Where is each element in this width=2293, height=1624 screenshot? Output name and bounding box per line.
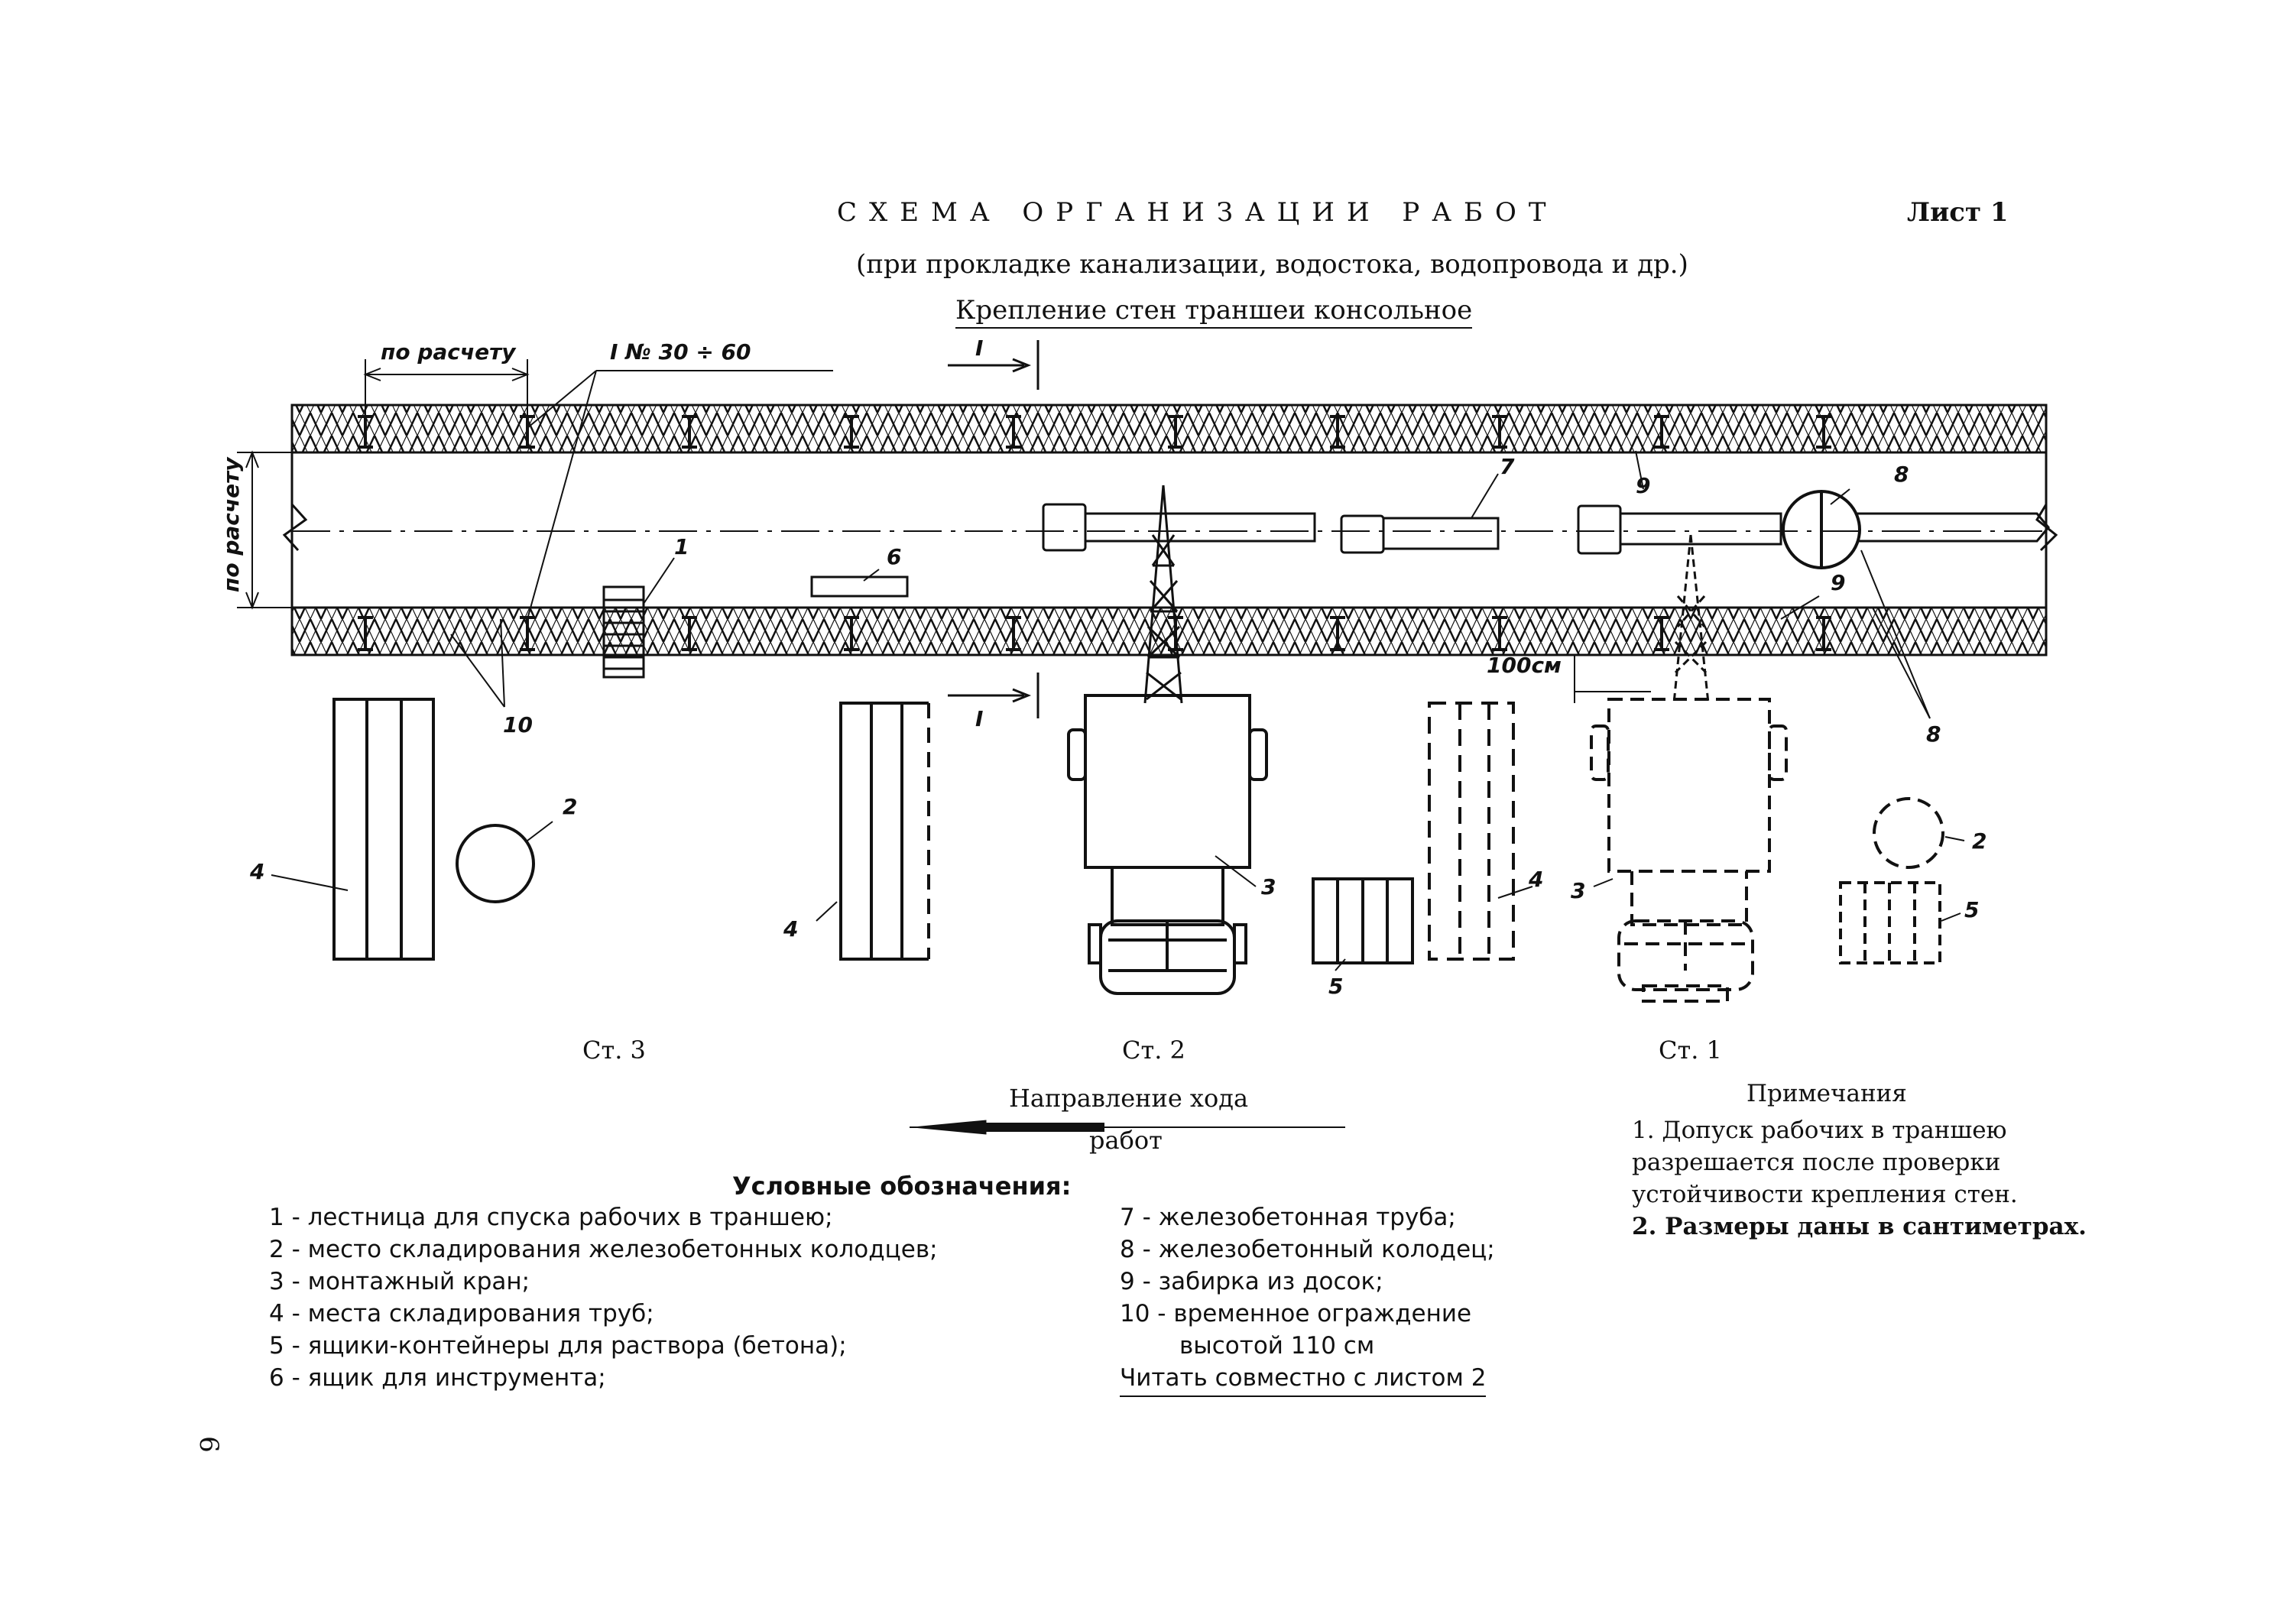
container-boxes-st1 bbox=[1839, 881, 1941, 964]
notes-body: 1. Допуск рабочих в траншею разрешается … bbox=[1632, 1114, 2087, 1243]
section-mark-top: I bbox=[975, 335, 983, 361]
crane-boom-st2 bbox=[1143, 485, 1183, 704]
container-boxes-st2 bbox=[1312, 877, 1414, 964]
note-line: 1. Допуск рабочих в траншею bbox=[1632, 1117, 2007, 1144]
note-line: устойчивости крепления стен. bbox=[1632, 1181, 2018, 1208]
ladder bbox=[602, 585, 645, 679]
callout-4-st1: 4 bbox=[1528, 867, 1543, 892]
pipe-stack-st1 bbox=[1428, 702, 1515, 961]
section-mark-bottom: I bbox=[975, 706, 983, 731]
beam-spec: I № 30 ÷ 60 bbox=[610, 339, 751, 365]
width-dimension: по расчету bbox=[219, 456, 244, 592]
legend-item: высотой 110 см bbox=[1179, 1332, 1375, 1360]
pipe-stack-st2 bbox=[839, 702, 930, 961]
manhole-well bbox=[1782, 490, 1861, 569]
legend-item: 4 - места складирования труб; bbox=[269, 1300, 654, 1327]
i-beam-post bbox=[1006, 415, 1021, 449]
distance-dimension: 100см bbox=[1487, 653, 1562, 678]
i-beam-post bbox=[844, 616, 859, 651]
callout-5-st2: 5 bbox=[1328, 974, 1343, 999]
legend-left-column: 1 - лестница для спуска рабочих в транше… bbox=[269, 1201, 938, 1394]
legend-item: 10 - временное ограждение bbox=[1120, 1300, 1472, 1327]
legend-item: 8 - железобетонный колодец; bbox=[1120, 1236, 1495, 1263]
legend-item: 2 - место складирования железобетонных к… bbox=[269, 1236, 938, 1263]
i-beam-post bbox=[1330, 415, 1345, 449]
legend-heading: Условные обозначения: bbox=[732, 1172, 1072, 1201]
i-beam-post bbox=[1816, 616, 1831, 651]
well-storage-st3 bbox=[456, 824, 535, 903]
callout-2-st3: 2 bbox=[563, 794, 577, 819]
callout-1: 1 bbox=[674, 534, 689, 559]
well-storage-st1 bbox=[1873, 797, 1944, 869]
page-title: СХЕМА ОРГАНИЗАЦИИ РАБОТ bbox=[837, 197, 1558, 228]
callout-8-well: 8 bbox=[1894, 462, 1909, 487]
callout-7: 7 bbox=[1500, 454, 1515, 479]
i-beam-post bbox=[1492, 415, 1507, 449]
crane-truck-st1 bbox=[1590, 698, 1788, 1003]
i-beam-post bbox=[1330, 616, 1345, 651]
page-subtitle: (при прокладке канализации, водостока, в… bbox=[856, 249, 1688, 280]
legend-item: 9 - забирка из досок; bbox=[1120, 1268, 1383, 1295]
pipes bbox=[1042, 503, 2050, 555]
i-beam-post bbox=[1168, 415, 1183, 449]
callout-6: 6 bbox=[887, 544, 901, 569]
pipe-stack-st3 bbox=[332, 698, 435, 961]
note-line: разрешается после проверки bbox=[1632, 1149, 2001, 1176]
spacing-dimension: по расчету bbox=[381, 339, 517, 365]
note-line: 2. Размеры даны в сантиметрах. bbox=[1632, 1213, 2087, 1240]
i-beam-post bbox=[1006, 616, 1021, 651]
i-beam-post bbox=[358, 616, 373, 651]
i-beam-post bbox=[682, 415, 697, 449]
fastening-caption: Крепление стен траншеи консольное bbox=[955, 295, 1473, 329]
i-beam-post bbox=[1654, 415, 1669, 449]
callout-10: 10 bbox=[503, 712, 533, 737]
notes-heading: Примечания bbox=[1747, 1080, 1907, 1107]
callout-4-st2: 4 bbox=[783, 916, 798, 942]
crane-truck-st2 bbox=[1067, 694, 1268, 995]
read-with-note: Читать совместно с листом 2 bbox=[1120, 1362, 1487, 1397]
i-beam-post bbox=[682, 616, 697, 651]
direction-line2: работ bbox=[1089, 1126, 1163, 1155]
direction-line1: Направление хода bbox=[1009, 1084, 1249, 1113]
station-2-label: Ст. 2 bbox=[1122, 1036, 1185, 1065]
callout-4-st3: 4 bbox=[249, 859, 264, 884]
callout-8-posts: 8 bbox=[1926, 721, 1941, 747]
i-beam-post bbox=[844, 415, 859, 449]
callout-5-st1: 5 bbox=[1964, 897, 1979, 922]
tool-box bbox=[810, 575, 909, 598]
i-beam-post bbox=[1816, 415, 1831, 449]
legend-item: 6 - ящик для инструмента; bbox=[269, 1364, 606, 1392]
page-number: 6 bbox=[193, 1436, 224, 1453]
sheet-number: Лист 1 bbox=[1907, 197, 2009, 228]
legend-item: 3 - монтажный кран; bbox=[269, 1268, 530, 1295]
i-beam-post bbox=[1654, 616, 1669, 651]
crane-boom-st1 bbox=[1672, 534, 1710, 704]
i-beam-posts bbox=[358, 415, 1831, 651]
callout-9-lower: 9 bbox=[1831, 570, 1845, 595]
callout-3-st1: 3 bbox=[1571, 878, 1585, 903]
station-3-label: Ст. 3 bbox=[582, 1036, 646, 1065]
legend-right-column: 7 - железобетонная труба; 8 - железобето… bbox=[1120, 1201, 1495, 1397]
callout-9-upper: 9 bbox=[1636, 473, 1650, 498]
callout-2-st1: 2 bbox=[1972, 828, 1987, 854]
i-beam-post bbox=[1492, 616, 1507, 651]
station-1-label: Ст. 1 bbox=[1659, 1036, 1722, 1065]
callout-3-st2: 3 bbox=[1261, 874, 1276, 900]
legend-item: 5 - ящики-контейнеры для раствора (бетон… bbox=[269, 1332, 847, 1360]
legend-item: 7 - железобетонная труба; bbox=[1120, 1204, 1456, 1231]
trench-wall-upper bbox=[290, 404, 2048, 454]
legend-item: 1 - лестница для спуска рабочих в транше… bbox=[269, 1204, 833, 1231]
